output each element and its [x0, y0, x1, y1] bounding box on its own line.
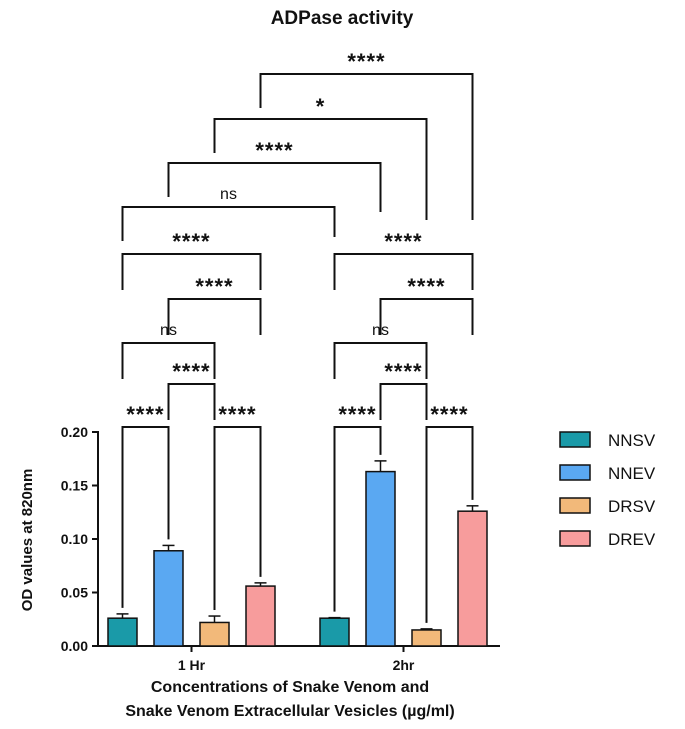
y-tick-label-1: 0.05: [61, 585, 88, 601]
bar-nnev-0: [153, 550, 184, 647]
y-tick-label-3: 0.15: [61, 478, 88, 494]
bars: 1 Hr 2hr: [107, 460, 488, 673]
bracket-g0-0-label: ****: [126, 402, 164, 427]
legend-swatch-nnev: [559, 464, 591, 481]
bar-drsv-1: [411, 629, 442, 647]
legend-swatch-nnsv: [559, 431, 591, 448]
bracket-g1-6-line: [333, 426, 382, 612]
bracket-cross-3-line: [259, 73, 474, 220]
bracket-cross-1-label: ****: [255, 138, 293, 163]
bar-nnev-1: [365, 470, 396, 647]
x-axis-label-line-2: Snake Venom Extracellular Vesicles (µg/m…: [125, 703, 454, 720]
bracket-g1-11-label: ****: [384, 229, 422, 254]
bracket-g1-10-label: ****: [407, 274, 445, 299]
bar-drsv-0: [199, 621, 230, 647]
y-axis-label: OD values at 820nm: [19, 469, 36, 612]
bracket-g0-4-line: [167, 298, 262, 335]
significance-brackets: ************ns********************ns****…: [121, 49, 474, 623]
bar-drev-0: [245, 585, 276, 647]
bracket-cross-2-label: *: [316, 94, 326, 119]
chart-title: ADPase activity: [271, 8, 414, 29]
y-tick-label-4: 0.20: [61, 424, 88, 440]
bracket-g1-6-label: ****: [338, 402, 376, 427]
x-axis-label-line-1: Concentrations of Snake Venom and: [151, 679, 429, 696]
bracket-g0-1-line: [213, 426, 262, 611]
legend-label-drsv: DRSV: [608, 497, 656, 516]
legend-label-nnev: NNEV: [608, 464, 656, 483]
bracket-g0-3-line: [121, 342, 216, 379]
bracket-g1-7-line: [425, 426, 474, 623]
legend-swatch-drev: [559, 530, 591, 547]
bracket-cross-0-line: [121, 206, 336, 241]
bracket-g1-11-line: [333, 253, 474, 290]
bracket-g1-9-line: [333, 342, 428, 379]
bracket-g0-0-line: [121, 426, 170, 608]
legend-swatch-drsv: [559, 497, 591, 514]
bracket-g0-5-label: ****: [172, 229, 210, 254]
bracket-g1-8-label: ****: [384, 359, 422, 384]
bracket-g1-7-label: ****: [430, 402, 468, 427]
bracket-g1-10-line: [379, 298, 474, 335]
bracket-g0-1-label: ****: [218, 402, 256, 427]
bracket-cross-2-line: [213, 118, 428, 220]
x-tick-label-0: 1 Hr: [178, 657, 206, 673]
bracket-g0-4-label: ****: [195, 274, 233, 299]
y-tick-label-2: 0.10: [61, 531, 88, 547]
bracket-g0-2-line: [167, 383, 216, 420]
bracket-g0-5-line: [121, 253, 262, 290]
bracket-cross-0-label: ns: [220, 186, 237, 203]
bar-nnsv-1: [319, 617, 350, 647]
bracket-cross-1-line: [167, 162, 382, 212]
bracket-cross-3-label: ****: [347, 49, 385, 74]
bracket-g0-2-label: ****: [172, 359, 210, 384]
bracket-g1-8-line: [379, 383, 428, 420]
y-tick-label-0: 0.00: [61, 638, 88, 654]
x-tick-label-1: 2hr: [393, 657, 415, 673]
bar-nnsv-0: [107, 617, 138, 647]
legend-label-nnsv: NNSV: [608, 431, 656, 450]
legend: NNSV NNEV DRSV DREV: [559, 431, 656, 549]
bar-drev-1: [457, 510, 488, 647]
legend-label-drev: DREV: [608, 530, 656, 549]
